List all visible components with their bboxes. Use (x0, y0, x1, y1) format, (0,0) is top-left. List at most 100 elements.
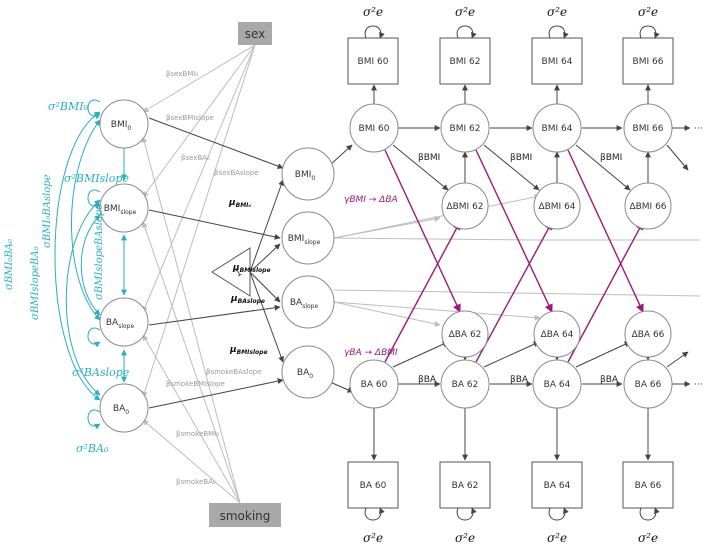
latent-bmi0: BMI0 (99, 99, 149, 149)
ba-circle-66: BA 66 (635, 380, 662, 390)
latent-bmislope: BMIslope (99, 183, 149, 233)
chain-paths (371, 84, 691, 461)
gamma-ba-to-dbmi: γBA → ΔBMI (344, 348, 398, 358)
factor-ba0: BA0 (281, 345, 335, 399)
delta-bmi-66: ΔBMI 66 (629, 202, 666, 212)
bmi-boxes: BMI 60 BMI 62 BMI 64 BMI 66 (347, 37, 674, 85)
ellipsis-ba: ··· (694, 380, 703, 390)
constant-label: 1 (234, 268, 244, 280)
sex-label: sex (245, 27, 266, 41)
factor-bmi0-sub: 0 (311, 175, 315, 182)
beta-sex-bmislope: βsexBMIslope (166, 114, 214, 122)
delta-bmi-circles: ΔBMI 62 ΔBMI 64 ΔBMI 66 (441, 182, 672, 230)
latent-baslope-label: BA (106, 318, 119, 328)
var-bmislope: σ²BMIslope (64, 172, 129, 185)
var-baslope: σ²BAslope (72, 366, 130, 379)
latent-bmi0-sub: 0 (127, 125, 131, 132)
beta-bmi-2: βBMI (510, 153, 532, 163)
factor-bmislope: BMIslope (281, 211, 335, 265)
latent-bmislope-sub: slope (120, 209, 136, 216)
delta-bmi-62: ΔBMI 62 (446, 202, 483, 212)
latent-ba0: BA0 (99, 383, 149, 433)
beta-smoke-bmi0: βsmokeBMI₀ (176, 430, 219, 438)
delta-ba-62: ΔBA 62 (449, 330, 482, 340)
coupling-paths (384, 149, 644, 363)
bmi-occasion-circles: BMI 60 BMI 62 BMI 64 BMI 66 (349, 103, 673, 153)
bmi-circle-66: BMI 66 (633, 124, 664, 134)
mu-bmislope: μBMIslope (232, 263, 271, 274)
beta-smoke-ba0: βsmokeBA₀ (176, 478, 216, 486)
latent-bmislope-label: BMI (104, 204, 121, 214)
var-bmi0: σ²BMI₀ (48, 100, 89, 113)
beta-smoke-bmislope: βsmokeBMIslope (166, 380, 225, 388)
bmi-box-60: BMI 60 (358, 57, 389, 67)
ba-occasion-circles: BA 60 BA 62 BA 64 BA 66 (349, 359, 673, 409)
ba-box-66: BA 66 (635, 481, 662, 491)
smoking-node: smoking (209, 503, 281, 527)
covariate-paths (141, 44, 256, 504)
mu-bmi0: μBMI₀ (228, 198, 251, 209)
ba-box-62: BA 62 (452, 481, 479, 491)
bmi-circle-60: BMI 60 (359, 124, 390, 134)
svg-text:BAslope: BAslope (106, 318, 135, 330)
delta-ba-64: ΔBA 64 (541, 330, 574, 340)
residual-loops-top: σ²e σ²e σ²e σ²e (363, 5, 660, 39)
factor-baslope: BAslope (281, 275, 335, 329)
beta-ba-3: βBA (600, 375, 619, 385)
ellipsis-bmi: ··· (694, 124, 703, 134)
resvar-bottom-64: σ²e (547, 531, 567, 545)
bmi-box-66: BMI 66 (633, 57, 664, 67)
constant-triangle: 1 (211, 247, 251, 297)
smoking-label: smoking (220, 509, 271, 523)
ba-box-64: BA 64 (544, 481, 571, 491)
svg-text:BAslope: BAslope (290, 298, 319, 310)
residual-loops-bottom: σ²e σ²e σ²e σ²e (363, 507, 660, 545)
ba-boxes: BA 60 BA 62 BA 64 BA 66 (347, 461, 674, 509)
cov-bmi0-baslope: σBMI₀BAslope (42, 174, 53, 248)
resvar-top-62: σ²e (455, 5, 475, 19)
bmi-circle-62: BMI 62 (450, 124, 481, 134)
beta-bmi-3: βBMI (600, 153, 622, 163)
var-ba0: σ²BA₀ (76, 442, 109, 455)
factor-bmi0-label: BMI (295, 170, 312, 180)
factor-ba0-sub: 0 (309, 373, 313, 380)
delta-bmi-64: ΔBMI 64 (538, 202, 575, 212)
bmi-circle-64: BMI 64 (542, 124, 573, 134)
mu-ba0: μBMIslope (229, 345, 268, 356)
latent-ba0-sub: 0 (125, 409, 129, 416)
svg-text:BMI0: BMI0 (295, 170, 316, 182)
resvar-bottom-66: σ²e (638, 531, 658, 545)
latent-baslope-sub: slope (118, 323, 134, 330)
resvar-bottom-62: σ²e (455, 531, 475, 545)
cov-bmislope-ba0: σBMIslopeBA₀ (30, 246, 41, 320)
factor-bmi0: BMI0 (281, 147, 335, 201)
svg-text:BMIslope: BMIslope (104, 204, 137, 216)
svg-text:BMI0: BMI0 (111, 120, 132, 132)
latent-baslope: BAslope (99, 297, 149, 347)
ba-circle-64: BA 64 (544, 380, 571, 390)
beta-ba-2: βBA (510, 375, 529, 385)
delta-ba-circles: ΔBA 62 ΔBA 64 ΔBA 66 (441, 310, 672, 358)
ba-circle-62: BA 62 (452, 380, 479, 390)
bmi-box-64: BMI 64 (542, 57, 573, 67)
resvar-top-64: σ²e (547, 5, 567, 19)
beta-sex-bmi0: βsexBMI₀ (166, 70, 198, 78)
beta-sex-ba0: βsexBA₀ (181, 154, 210, 162)
latent-bmi0-label: BMI (111, 120, 128, 130)
resvar-bottom-60: σ²e (363, 531, 383, 545)
mu-baslope: μBAslope (230, 294, 265, 305)
cov-bmi0-ba0: σBMI₀BA₀ (4, 239, 15, 290)
resvar-top-60: σ²e (363, 5, 383, 19)
bmi-box-62: BMI 62 (450, 57, 481, 67)
cov-bmislope-baslope: σBMIslopeBAslope (94, 204, 105, 300)
factor-to-occasion-paths (329, 144, 701, 393)
resvar-top-66: σ²e (638, 5, 658, 19)
factor-bmislope-label: BMI (288, 234, 305, 244)
svg-text:BMIslope: BMIslope (288, 234, 321, 246)
sex-node: sex (238, 22, 272, 45)
beta-ba-1: βBA (418, 375, 437, 385)
factor-baslope-label: BA (290, 298, 303, 308)
gamma-bmi-to-dba: γBMI → ΔBA (344, 195, 398, 205)
beta-bmi-1: βBMI (418, 153, 440, 163)
delta-ba-66: ΔBA 66 (632, 330, 665, 340)
